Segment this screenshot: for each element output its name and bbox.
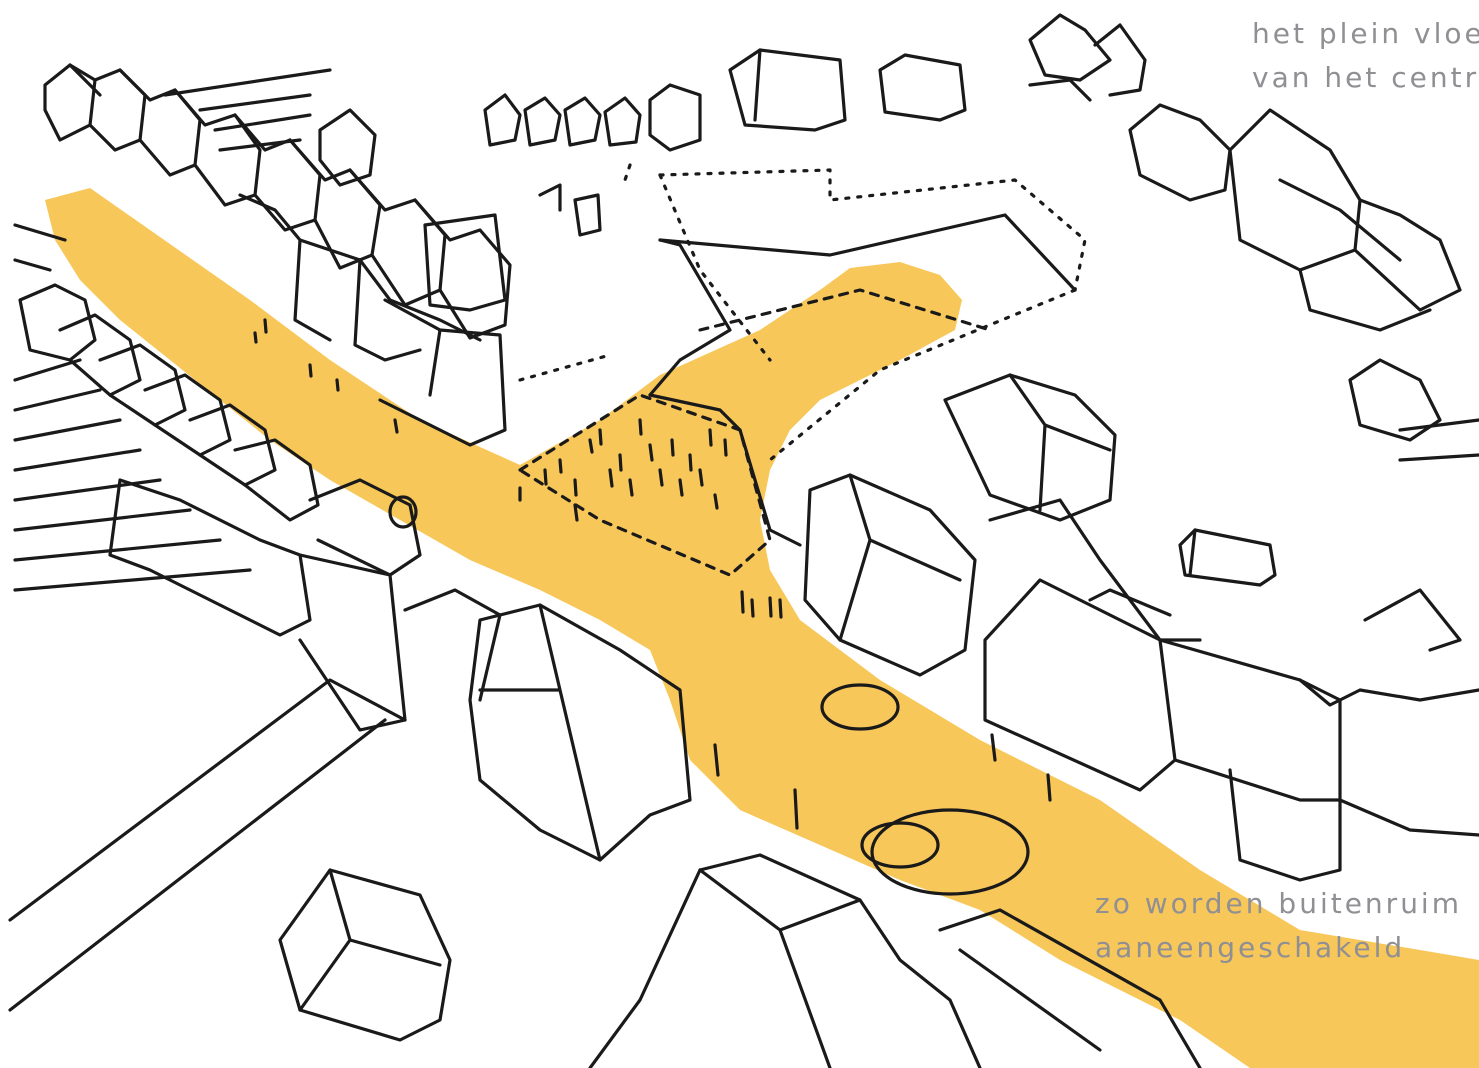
- tree-canopies: [388, 495, 1030, 896]
- caption-bottom-line2: aaneengeschakeld: [1095, 931, 1406, 964]
- upper-left-houses: [43, 63, 512, 447]
- ink-linework: [8, 13, 1479, 1068]
- dotted-plot: [518, 163, 1087, 462]
- central-plot: [648, 213, 1077, 547]
- public-space-area: [45, 188, 1479, 1068]
- left-street-edges: [8, 68, 407, 1012]
- caption-top: het plein vloe van het centr: [1252, 12, 1479, 100]
- caption-bottom: zo worden buitenruim aaneengeschakeld: [1095, 882, 1462, 970]
- top-houses: [318, 13, 1147, 312]
- caption-top-line2: van het centr: [1252, 61, 1479, 94]
- dashed-square: [518, 288, 992, 577]
- people-figures: [253, 318, 1052, 830]
- bottom-left-blocks: [278, 853, 1202, 1068]
- caption-top-line1: het plein vloe: [1252, 17, 1479, 50]
- right-blocks: [803, 103, 1479, 882]
- caption-bottom-line1: zo worden buitenruim: [1095, 887, 1462, 920]
